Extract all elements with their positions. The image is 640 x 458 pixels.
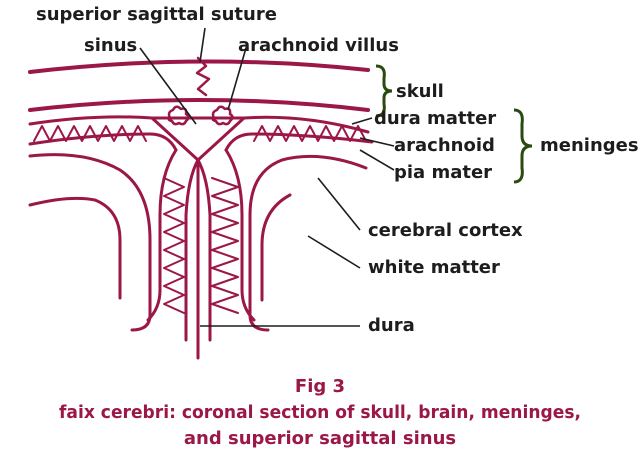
- label-dura-matter: dura matter: [374, 108, 496, 129]
- brain-contours: [28, 153, 368, 332]
- skull-bracket: [375, 64, 393, 118]
- leader-arachnoid-villus: [227, 47, 247, 111]
- arachnoid-trabeculae-left: [33, 125, 147, 142]
- dura-layer-right: [242, 115, 370, 134]
- falx-outer-left: [146, 148, 178, 322]
- label-skull: skull: [396, 81, 444, 102]
- leader-white-matter: [307, 235, 361, 269]
- leader-sinus: [139, 47, 197, 125]
- arachnoid-villus-right: [211, 105, 234, 126]
- arachnoid-trabeculae-right: [253, 125, 367, 142]
- caption-line-2: and superior sagittal sinus: [184, 428, 456, 449]
- falx-outer-right: [224, 148, 256, 322]
- caption-line-1: faix cerebri: coronal section of skull, …: [59, 402, 581, 423]
- meninges-bracket: [513, 108, 533, 184]
- falx-cerebri: [146, 148, 256, 360]
- skull-inner-line: [28, 98, 370, 112]
- labels: superior sagittal suture sinus arachnoid…: [36, 4, 639, 336]
- figure-caption: Fig 3 faix cerebri: coronal section of s…: [59, 376, 581, 449]
- label-dura: dura: [368, 315, 415, 336]
- arachnoid-villus-left: [167, 105, 190, 126]
- label-cerebral-cortex: cerebral cortex: [368, 220, 523, 241]
- falx-trabeculae-right: [211, 177, 239, 314]
- label-superior-sagittal-suture: superior sagittal suture: [36, 4, 277, 25]
- label-sinus: sinus: [84, 35, 137, 56]
- arachnoid-layer-left: [28, 132, 178, 152]
- brackets: [375, 64, 533, 184]
- label-meninges: meninges: [540, 135, 639, 156]
- cortex-contour-right: [248, 154, 368, 332]
- cortex-contour-left: [28, 153, 152, 332]
- caption-figure-number: Fig 3: [295, 376, 345, 397]
- superior-sagittal-sinus: [150, 116, 246, 162]
- meninges-bands: [28, 115, 374, 152]
- label-arachnoid-villus: arachnoid villus: [238, 35, 399, 56]
- label-arachnoid: arachnoid: [394, 135, 495, 156]
- skull-section: [28, 56, 370, 112]
- white-matter-contour-right: [260, 193, 292, 302]
- leader-dura-matter: [351, 117, 373, 125]
- label-pia-mater: pia mater: [394, 162, 492, 183]
- leader-lines: [139, 27, 395, 327]
- suture-zigzag: [195, 56, 211, 97]
- falx-trabeculae-left: [163, 177, 185, 314]
- label-white-matter: white matter: [368, 257, 500, 278]
- arachnoid-villi: [167, 105, 234, 126]
- leader-suture: [199, 27, 206, 63]
- falx-inner-left: [184, 158, 200, 342]
- falx-inner-right: [196, 158, 212, 342]
- leader-cerebral-cortex: [317, 177, 361, 231]
- leader-pia-mater: [359, 149, 395, 171]
- white-matter-contour-left: [28, 196, 122, 300]
- leader-arachnoid: [359, 137, 395, 147]
- dura-layer-left: [28, 115, 154, 126]
